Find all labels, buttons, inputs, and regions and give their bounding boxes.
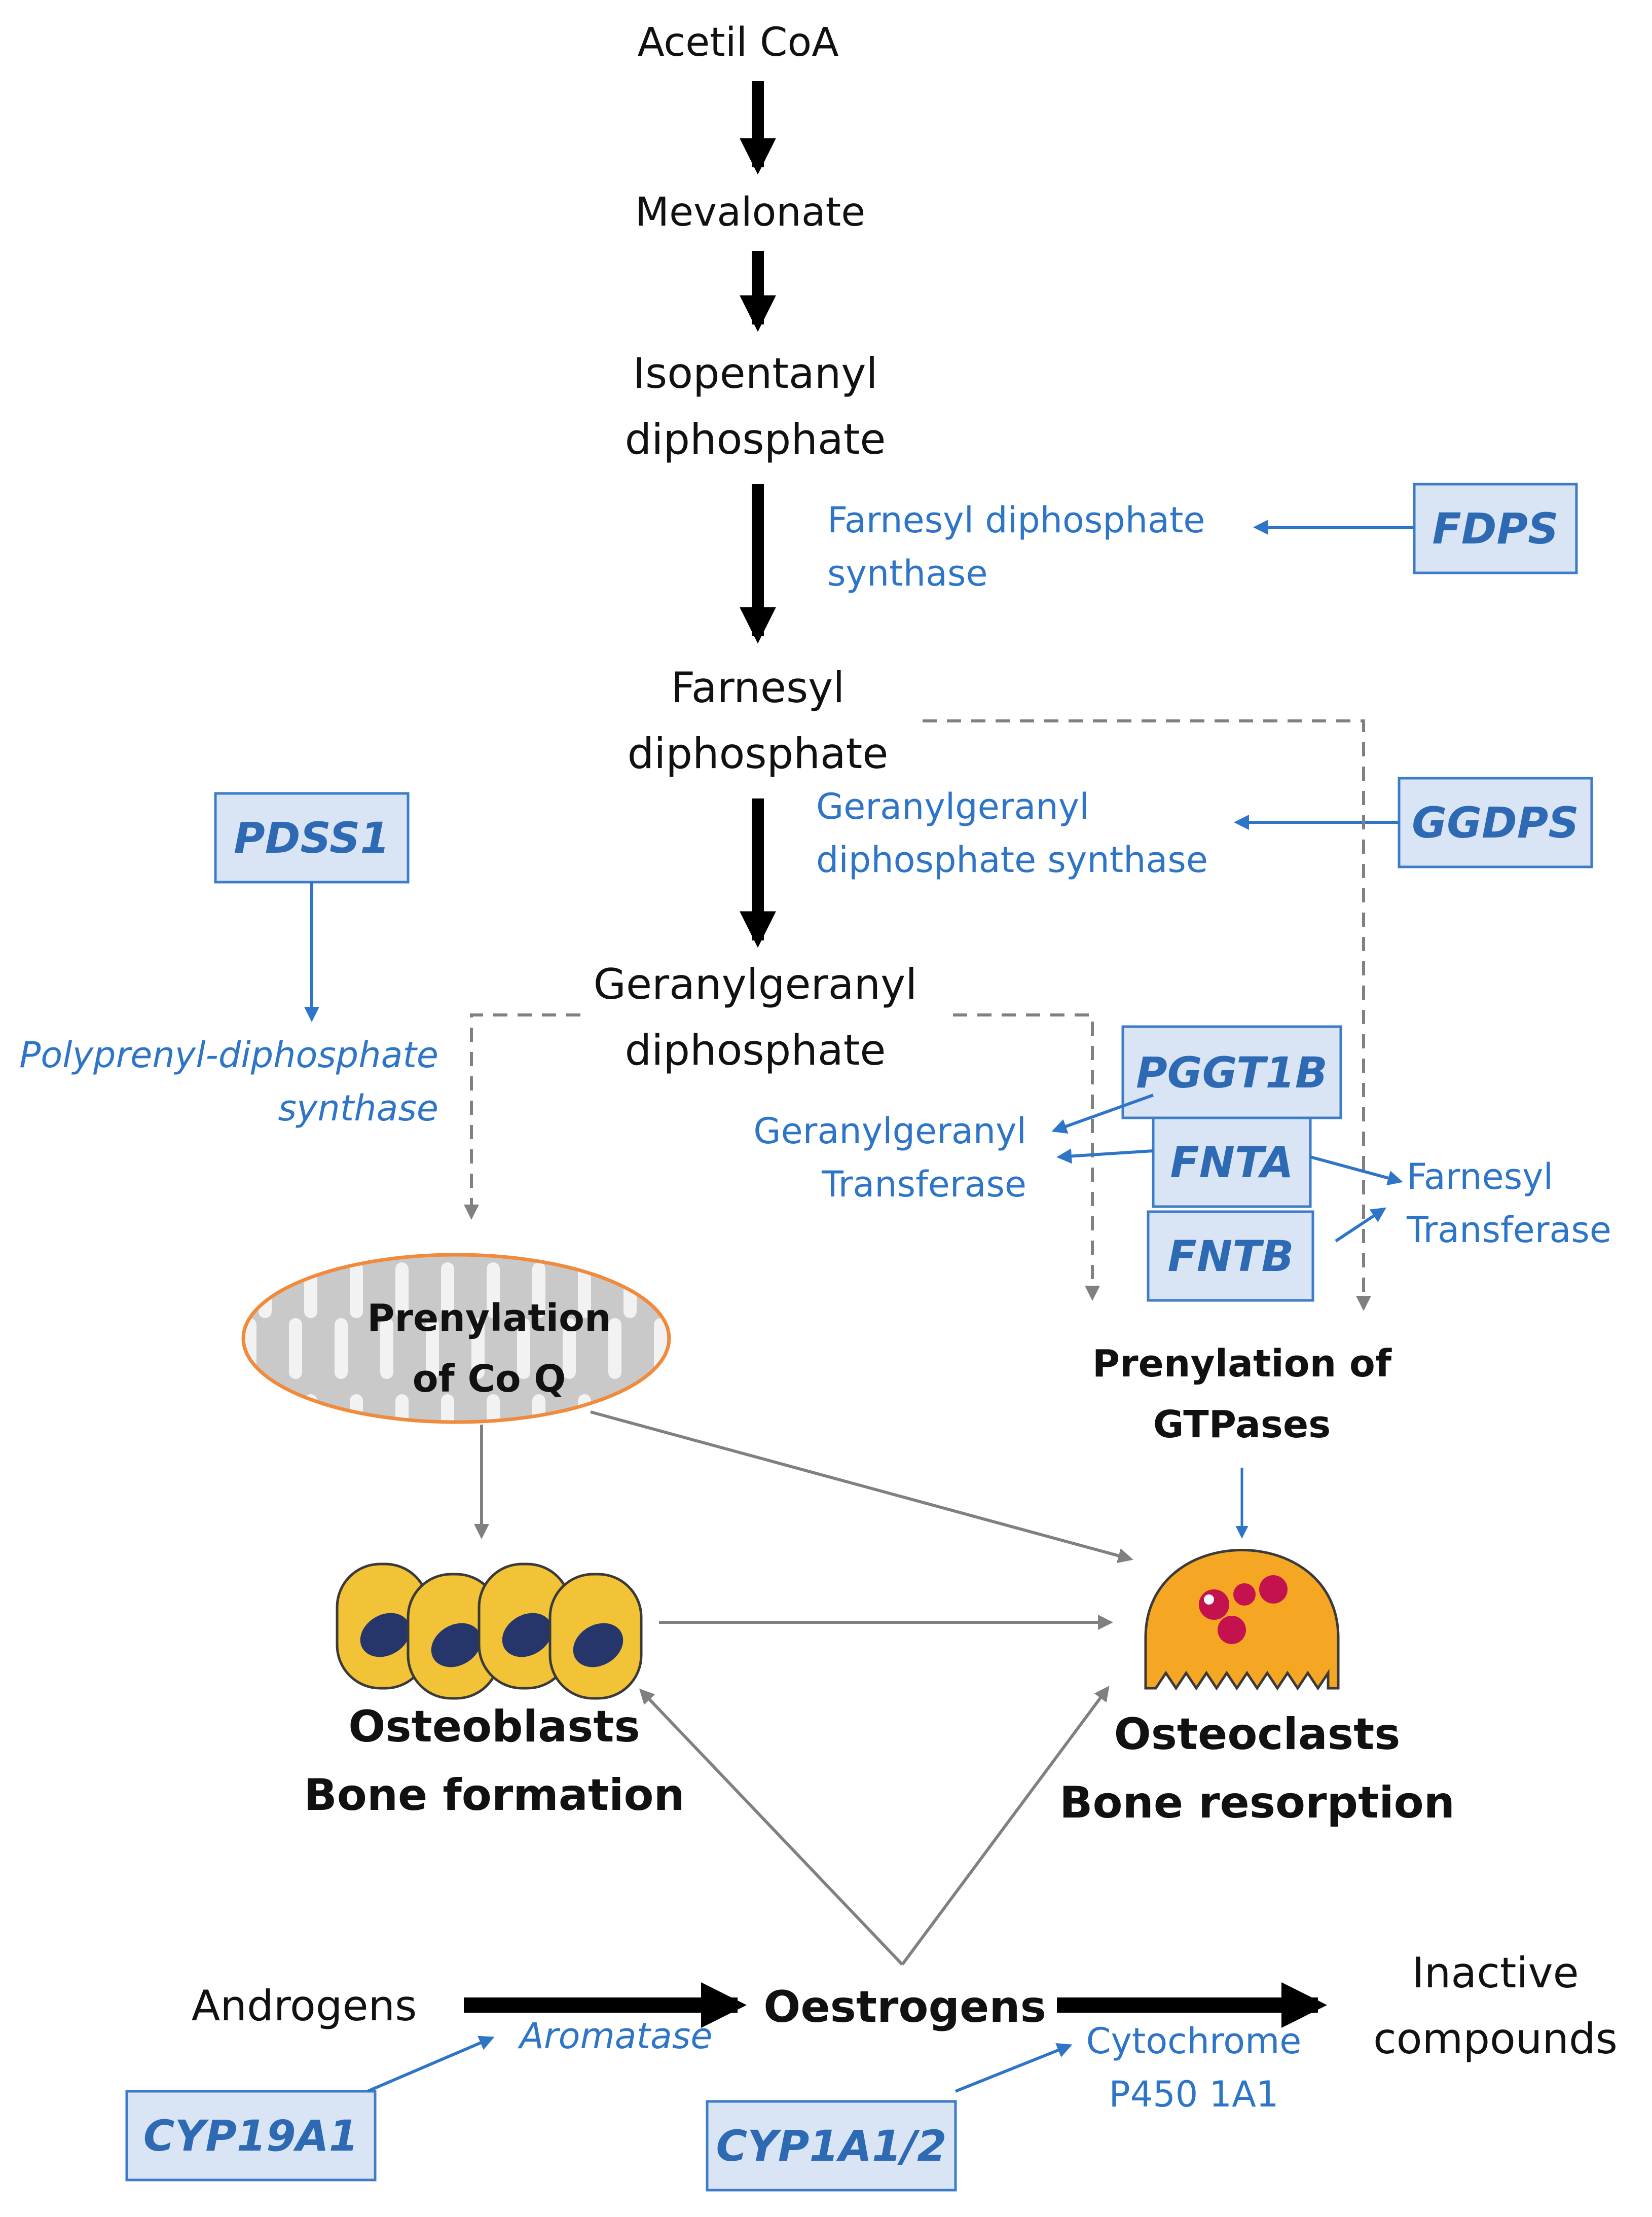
pdss1-gene-label: PDSS1 [234, 813, 390, 863]
oestrogens-label: Oestrogens [763, 1982, 1046, 2032]
osteoblasts-label-line1: Osteoblasts [348, 1701, 640, 1752]
acetyl-coa-label: Acetil CoA [637, 20, 838, 65]
osteoclasts-label-line1: Osteoclasts [1114, 1709, 1401, 1760]
arrow-pggt1b-to-ggt [1051, 1094, 1154, 1134]
pggt1b-gene-label: PGGT1B [1136, 1048, 1328, 1098]
fntb-gene-label: FNTB [1167, 1231, 1294, 1281]
ggpp-label-line1: Geranylgeranyl [594, 960, 917, 1009]
ggpp-label-line2: diphosphate [625, 1026, 886, 1075]
cyp19a1-gene-label: CYP19A1 [143, 2111, 358, 2161]
ipp-label-line2: diphosphate [625, 415, 886, 464]
inactive-label-line1: Inactive [1412, 1948, 1578, 1997]
osteoblasts-label-line2: Bone formation [304, 1770, 685, 1821]
fnta-gene-box [1152, 1116, 1312, 1208]
fdps-gene-label: FDPS [1432, 504, 1558, 554]
fpp-label-line1: Farnesyl [671, 663, 845, 712]
fdps-enzyme-line2: synthase [827, 553, 988, 594]
arrow-fnta-to-ggt [1056, 1148, 1154, 1164]
cyp19a1-gene-box [125, 2090, 377, 2182]
pdss-enzyme-line2: synthase [278, 1087, 438, 1129]
arrow-fnta-to-ft [1310, 1155, 1403, 1186]
arrow-coq-to-osteoclasts [590, 1410, 1133, 1564]
ggdps-enzyme-line2: diphosphate synthase [816, 839, 1208, 881]
androgens-label: Androgens [192, 1981, 417, 2030]
fdps-enzyme-line1: Farnesyl diphosphate [827, 499, 1205, 541]
pdss-enzyme-line1: Polyprenyl-diphosphate [19, 1034, 438, 1076]
osteoblast-cells-illustration [336, 1562, 643, 1700]
arrow-oestrogens-to-osteoclasts [901, 1686, 1110, 1966]
gtpases-label-line2: GTPases [1153, 1403, 1331, 1446]
arrow-cyp1a1-2-to-cytochrome [955, 2043, 1073, 2093]
inactive-label-line2: compounds [1373, 2014, 1618, 2063]
ggt-enzyme-line1: Geranylgeranyl [753, 1110, 1026, 1152]
cyp1a1-2-gene-label: CYP1A1/2 [716, 2121, 946, 2171]
arrow-fntb-to-ft [1335, 1207, 1387, 1243]
osteoclast-cell-illustration [1144, 1549, 1340, 1691]
ggdps-gene-label: GGDPS [1412, 798, 1579, 848]
coq-label-line2: of Co Q [413, 1357, 566, 1401]
fnta-gene-label: FNTA [1170, 1138, 1293, 1187]
ggt-enzyme-line2: Transferase [821, 1164, 1026, 1205]
dashed-ggpp-to-coq [464, 1013, 580, 1220]
mitochondrion-shape [241, 1253, 671, 1424]
arrow-oestrogens-to-osteoblasts [639, 1688, 904, 1966]
cyp1a1-2-gene-box [706, 2100, 957, 2192]
mevalonate-label: Mevalonate [635, 190, 865, 235]
gtpases-label-line1: Prenylation of [1092, 1342, 1392, 1386]
fpp-label-line2: diphosphate [628, 729, 889, 778]
fdps-gene-box [1413, 483, 1578, 574]
ipp-label-line1: Isopentanyl [633, 349, 877, 398]
cyp-enzyme-line1: Cytochrome [1086, 2020, 1302, 2062]
dashed-ggpp-to-gtpases [953, 1013, 1100, 1301]
coq-label-line1: Prenylation [367, 1296, 611, 1340]
cyp-enzyme-line2: P450 1A1 [1109, 2074, 1278, 2115]
osteoclasts-label-line2: Bone resorption [1059, 1777, 1455, 1828]
arrow-cyp19a1-to-aromatase [366, 2036, 495, 2093]
aromatase-enzyme-label: Aromatase [518, 2015, 712, 2057]
dashed-fpp-to-gtpases [923, 719, 1371, 1311]
ft-enzyme-line2: Transferase [1406, 1209, 1611, 1251]
ft-enzyme-line1: Farnesyl [1407, 1156, 1553, 1197]
pggt1b-gene-box [1121, 1025, 1342, 1119]
ggdps-enzyme-line1: Geranylgeranyl [816, 786, 1089, 827]
fntb-gene-box [1147, 1210, 1314, 1302]
